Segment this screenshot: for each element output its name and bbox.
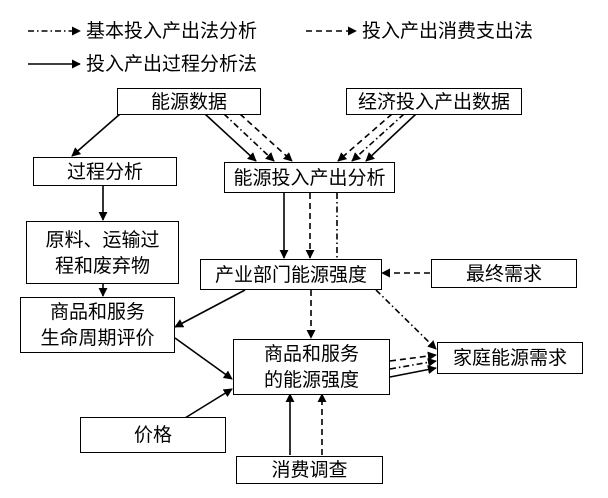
node-sector-energy-intensity-label: 产业部门能源强度 <box>214 263 367 286</box>
node-energy-io-analysis-label: 能源投入产出分析 <box>233 166 386 189</box>
node-process-analysis: 过程分析 <box>33 157 177 186</box>
node-household-energy-demand: 家庭能源需求 <box>437 342 583 374</box>
node-household-energy-demand-label: 家庭能源需求 <box>452 347 567 369</box>
legend-label-basic-io: 基本投入产出法分析 <box>86 20 258 42</box>
edge-price-to-goods <box>184 388 233 419</box>
edge-econ-to-io-dashed <box>337 113 393 162</box>
edge-energy-data-to-io-dashdot <box>223 113 275 162</box>
node-consumption-survey: 消费调查 <box>236 456 383 484</box>
edge-energy-data-to-io-solid <box>204 113 257 162</box>
node-economic-io-data-label: 经济投入产出数据 <box>357 90 510 113</box>
node-sector-energy-intensity: 产业部门能源强度 <box>200 259 382 290</box>
node-lca-label: 商品和服务 生命周期评价 <box>40 301 155 349</box>
edge-goods-to-household-dashed <box>389 351 437 362</box>
node-energy-data: 能源数据 <box>117 88 261 115</box>
edge-energy-data-to-process <box>71 113 121 157</box>
legend-label-io-process: 投入产出过程分析法 <box>86 53 258 75</box>
edge-sector-to-lca <box>174 289 246 328</box>
node-price: 价格 <box>80 417 226 453</box>
node-final-demand-label: 最终需求 <box>465 262 542 285</box>
node-process-analysis-label: 过程分析 <box>66 160 143 183</box>
edge-econ-to-io-dashdot <box>351 113 405 162</box>
node-lca: 商品和服务 生命周期评价 <box>20 297 175 353</box>
node-raw-materials: 原料、运输过 程和废弃物 <box>26 221 179 284</box>
legend-label-io-consumption: 投入产出消费支出法 <box>362 20 534 42</box>
node-energy-data-label: 能源数据 <box>150 90 227 113</box>
node-raw-materials-label: 原料、运输过 程和废弃物 <box>45 228 160 277</box>
edge-energy-data-to-io-dashed <box>239 113 293 162</box>
edge-lca-to-goods <box>174 337 233 380</box>
node-economic-io-data: 经济投入产出数据 <box>346 88 522 115</box>
edge-goods-to-household-dashdot <box>389 357 437 370</box>
edge-sector-to-household <box>375 289 437 350</box>
node-price-label: 价格 <box>133 424 172 446</box>
node-final-demand: 最终需求 <box>431 259 577 288</box>
edge-econ-to-io-solid <box>365 113 417 162</box>
node-energy-io-analysis: 能源投入产出分析 <box>224 162 395 193</box>
edge-goods-to-household-solid <box>389 365 437 378</box>
node-goods-energy-intensity-label: 商品和服务 的能源强度 <box>263 343 359 391</box>
node-goods-energy-intensity: 商品和服务 的能源强度 <box>233 339 390 395</box>
node-consumption-survey-label: 消费调查 <box>271 459 348 481</box>
